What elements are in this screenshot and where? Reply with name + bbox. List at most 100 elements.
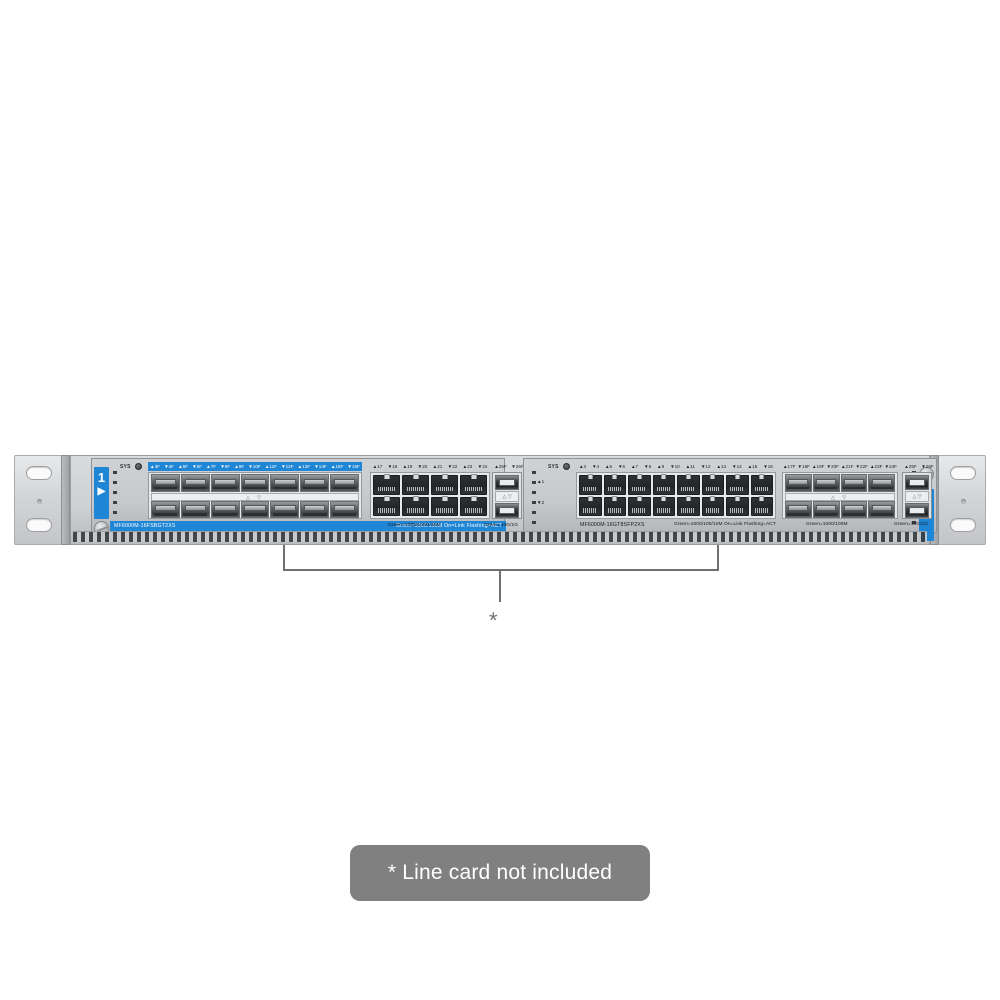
sfp-port[interactable] [868, 474, 895, 492]
slot-2-sfp-row-bottom[interactable] [785, 501, 895, 518]
slot-2-sfpplus-legend: Green=10G/1G [894, 522, 929, 527]
port-label: ▼10 [670, 464, 680, 469]
sfp-port[interactable] [840, 501, 868, 518]
slot-2-rj45-ports[interactable] [579, 474, 773, 516]
rj45-port[interactable] [431, 495, 458, 516]
port-label: ▼20 [417, 464, 428, 469]
rj45-port[interactable] [726, 495, 749, 516]
slot-2-edge-port-label-1: ▲1 [537, 479, 545, 484]
port-label: ▼8 [644, 464, 652, 469]
slot-2-sys-label: SYS [548, 464, 559, 470]
slot-1-sfp-row-bottom[interactable] [151, 501, 359, 518]
port-label: ▲3 [578, 464, 587, 469]
sfp-port[interactable] [180, 501, 210, 518]
line-card-slot-1[interactable]: 1 ▶ SYS ▲3F ▼4F ▲5F ▼6F ▲7F ▼8F [91, 458, 524, 536]
rj45-port[interactable] [460, 474, 487, 495]
sfp-port[interactable] [785, 501, 812, 518]
rj45-port[interactable] [701, 495, 724, 516]
sfp-port[interactable] [270, 474, 300, 492]
rj45-port[interactable] [726, 474, 749, 495]
sfp-port[interactable] [812, 501, 840, 518]
rj45-port[interactable] [402, 474, 429, 495]
slot-1-sfp-divider: △ ▽ [151, 493, 359, 501]
port-label: ▲17 [372, 464, 383, 469]
port-label: ▲15F [330, 464, 344, 469]
port-label: ▼22 [447, 464, 458, 469]
rj45-port[interactable] [750, 495, 773, 516]
line-card-slot-2[interactable]: 2 ◀ ▲1 ▼2 SYS ▲3 ▼4 ▲5 [523, 458, 937, 541]
rj45-port[interactable] [579, 474, 602, 495]
rj45-port[interactable] [460, 495, 487, 516]
port-label: ▼22F [855, 464, 868, 469]
port-label: ▲19F [812, 464, 825, 469]
slot-2-sfpplus-block[interactable]: △ ▽ [902, 472, 932, 519]
sfp-port[interactable] [330, 474, 359, 492]
port-label: ▲5F [178, 464, 189, 469]
sfp-port[interactable] [151, 474, 180, 492]
port-label: ▼8F [220, 464, 231, 469]
slot-2-sfp-row-top[interactable] [785, 474, 895, 492]
slot-1-rj45-legend: Green=1000/100M/10M [388, 523, 441, 528]
sfp-port[interactable] [240, 474, 270, 492]
rj45-port[interactable] [603, 474, 626, 495]
rj45-port[interactable] [628, 474, 651, 495]
rj45-port[interactable] [373, 495, 400, 516]
slot-1-rj45-ports[interactable] [373, 474, 487, 516]
chassis-body: 1 ▶ SYS ▲3F ▼4F ▲5F ▼6F ▲7F ▼8F [70, 455, 937, 545]
sfp-port[interactable] [330, 501, 359, 518]
slot-1-sys-label: SYS [120, 464, 131, 470]
sfp-port[interactable] [151, 501, 180, 518]
slot-1-led-column [111, 467, 118, 527]
sfp-port[interactable] [300, 501, 330, 518]
sfp-port[interactable] [300, 474, 330, 492]
slot-1-badge: 1 ▶ [94, 467, 109, 519]
rj45-port[interactable] [701, 474, 724, 495]
slot-2-sfpplus-cage-top[interactable] [905, 475, 929, 490]
port-label: ▼16F [347, 464, 360, 469]
port-label: ▼12 [700, 464, 711, 469]
sfp-divider-glyph: △ ▽ [830, 495, 850, 501]
rj45-port[interactable] [402, 495, 429, 516]
port-label: ▲23F [870, 464, 883, 469]
slot-1-sfpplus-cage-top[interactable] [495, 475, 519, 490]
slot-1-model-bar: MF6000M-16FSBGT2XS Green=1000/100M On=Li… [110, 521, 506, 531]
port-label: ▼12F [281, 464, 294, 469]
slot-1-sfp-row-top[interactable] [151, 474, 359, 492]
rj45-port[interactable] [579, 495, 602, 516]
rj45-port[interactable] [652, 495, 675, 516]
sfp-port[interactable] [210, 501, 240, 518]
rj45-port[interactable] [373, 474, 400, 495]
rj45-port[interactable] [677, 474, 700, 495]
port-label: ▼18F [797, 464, 810, 469]
sfp-port[interactable] [812, 474, 840, 492]
port-label: ▲19 [402, 464, 413, 469]
port-label: ▼26F [511, 464, 524, 469]
sfp-port[interactable] [270, 501, 300, 518]
rj45-port[interactable] [628, 495, 651, 516]
slot-1-number: 1 [97, 470, 106, 485]
sfp-port[interactable] [240, 501, 270, 518]
port-label: ▼24 [477, 464, 488, 469]
rj45-port[interactable] [677, 495, 700, 516]
slot-1-sfpplus-cage-bottom[interactable] [495, 503, 519, 518]
slot-1-sfpplus-block[interactable]: △ ▽ [492, 472, 522, 519]
port-label: ▲21F [841, 464, 854, 469]
rj45-port[interactable] [652, 474, 675, 495]
slot-2-sfpplus-cage-bottom[interactable] [905, 503, 929, 518]
slot-2-sfpplus-port-label-bar: ▲25F ▼26F [902, 462, 936, 471]
callout-bracket [283, 545, 719, 571]
port-label: ▲17F [783, 464, 796, 469]
rj45-port[interactable] [750, 474, 773, 495]
rack-ear-left-slot-bottom [26, 518, 52, 532]
rack-ear-left-slot-top [26, 466, 52, 480]
rj45-port[interactable] [603, 495, 626, 516]
slot-1-sfpplus-legend: Green=10G/1G [484, 523, 519, 528]
sfp-port[interactable] [210, 474, 240, 492]
port-label: ▲13 [716, 464, 727, 469]
sfp-port[interactable] [868, 501, 895, 518]
sfp-port[interactable] [840, 474, 868, 492]
sfp-port[interactable] [785, 474, 812, 492]
port-label: ▼14 [732, 464, 742, 469]
sfp-port[interactable] [180, 474, 210, 492]
rj45-port[interactable] [431, 474, 458, 495]
